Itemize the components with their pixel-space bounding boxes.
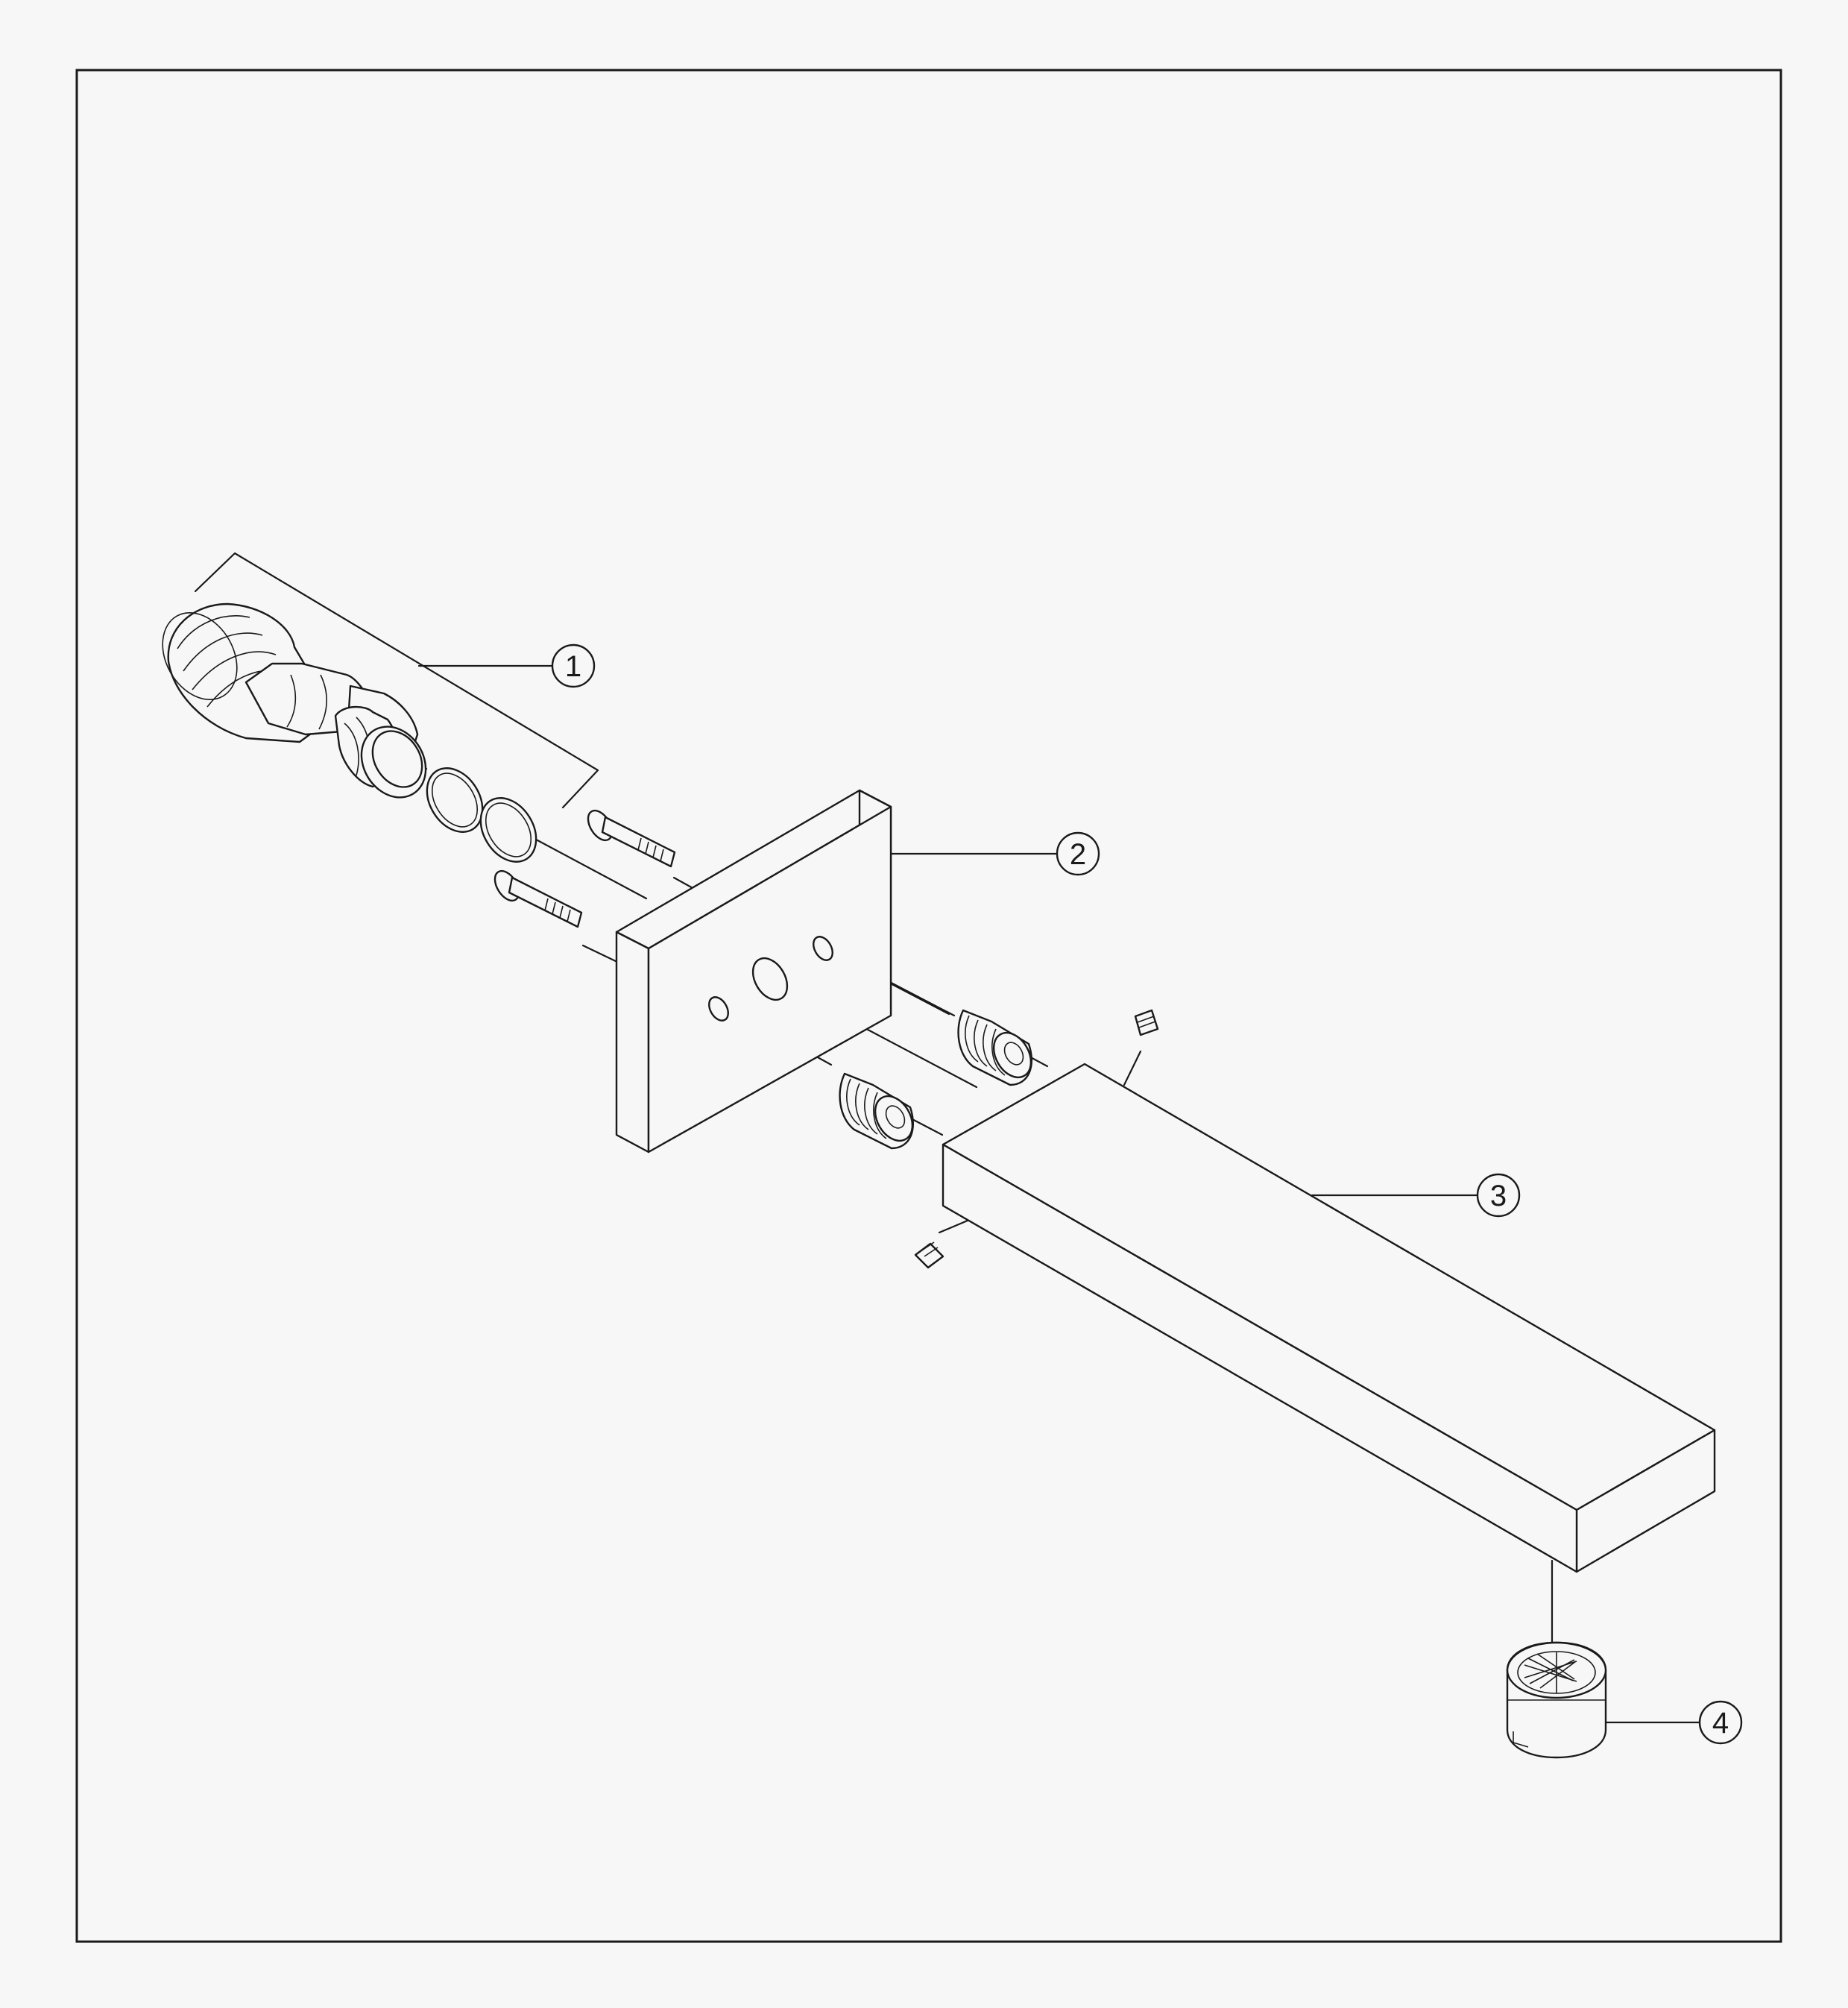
set-screws: [914, 1009, 1159, 1269]
callout-2: 2: [1056, 831, 1100, 876]
aerator: [1506, 1641, 1607, 1759]
threaded-inserts: [839, 1009, 1032, 1150]
drawing-frame: [75, 69, 1782, 1943]
spout-body: [942, 1063, 1716, 1573]
callout-leaders: [417, 664, 1701, 1724]
wall-plate: [615, 789, 892, 1154]
connector-assembly: [162, 552, 599, 863]
callout-1-label: 1: [565, 650, 581, 683]
callout-3: 3: [1476, 1173, 1521, 1218]
callout-4: 4: [1698, 1700, 1743, 1745]
mounting-screws: [493, 809, 676, 928]
callout-3-label: 3: [1490, 1180, 1507, 1212]
callout-2-label: 2: [1070, 838, 1086, 871]
callout-4-label: 4: [1712, 1707, 1729, 1740]
callout-1: 1: [551, 643, 596, 688]
